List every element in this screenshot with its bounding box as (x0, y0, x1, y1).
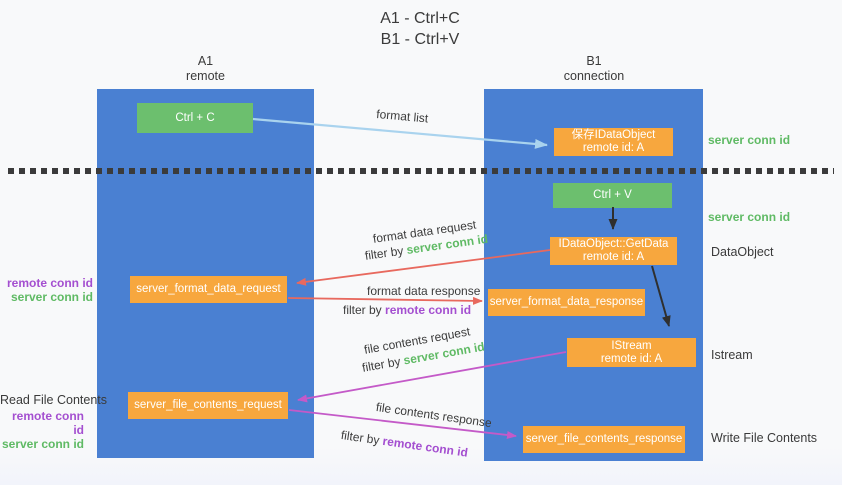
node-ctrl-v: Ctrl + V (553, 183, 672, 208)
side-label-dataobject: DataObject (711, 245, 774, 259)
remote-conn-id-keyword: remote conn id (385, 303, 472, 317)
node-ctrl-c: Ctrl + C (137, 103, 253, 133)
label-format-data-response: format data response (367, 284, 481, 298)
node-ctrl-c-label: Ctrl + C (175, 111, 215, 124)
node-save-idataobject-line1: 保存IDataObject (571, 129, 656, 141)
node-server-file-contents-response-label: server_file_contents_response (525, 433, 683, 445)
lane-header-b1: B1 connection (485, 54, 703, 84)
label-filter-by-remote-conn-id-2: filter by remote conn id (340, 428, 469, 460)
node-istream: IStream remote id: A (567, 338, 696, 367)
node-save-idataobject-line2: remote id: A (582, 142, 645, 154)
label-format-list: format list (375, 107, 429, 126)
side-label-read-file-contents: Read File Contents (0, 393, 108, 407)
node-server-format-data-request-label: server_format_data_request (136, 283, 281, 295)
filter-by-text: filter by (340, 428, 381, 448)
lane-a1-subtitle: remote (186, 69, 225, 83)
lane-a1-name: A1 (197, 54, 214, 68)
remote-conn-id-label: remote conn id (6, 276, 93, 290)
side-label-conn-ids-format: remote conn id server conn id (0, 276, 93, 304)
remote-conn-id-label: remote conn id (11, 409, 84, 437)
node-server-file-contents-request: server_file_contents_request (128, 392, 288, 419)
lane-b1-subtitle: connection (563, 69, 625, 83)
remote-conn-id-keyword: remote conn id (381, 433, 469, 460)
label-file-contents-response: file contents response (375, 400, 493, 431)
node-server-file-contents-request-label: server_file_contents_request (134, 399, 282, 411)
node-save-idataobject: 保存IDataObject remote id: A (554, 128, 673, 156)
side-label-server-conn-id-top: server conn id (708, 133, 791, 147)
title-line-2: B1 - Ctrl+V (380, 31, 460, 48)
title-line-1: A1 - Ctrl+C (380, 10, 460, 27)
server-conn-id-label: server conn id (10, 290, 93, 304)
side-label-server-conn-id-mid: server conn id (708, 210, 791, 224)
node-istream-line2: remote id: A (600, 352, 663, 365)
node-server-file-contents-response: server_file_contents_response (523, 426, 685, 453)
node-idataobject-getdata-line1: IDataObject::GetData (558, 238, 669, 250)
node-server-format-data-response-label: server_format_data_response (489, 296, 644, 308)
label-filter-by-remote-conn-id-1: filter by remote conn id (343, 303, 471, 317)
lane-header-a1: A1 remote (97, 54, 314, 84)
node-idataobject-getdata: IDataObject::GetData remote id: A (550, 237, 677, 265)
session-divider-dotted-line (8, 168, 834, 174)
side-label-istream: Istream (711, 348, 753, 362)
lane-b1-name: B1 (586, 54, 602, 68)
side-label-write-file-contents: Write File Contents (711, 431, 818, 445)
filter-by-text: filter by (343, 303, 382, 317)
diagram-title: A1 - Ctrl+C B1 - Ctrl+V (280, 8, 560, 50)
node-istream-line1: IStream (611, 339, 652, 352)
server-conn-id-label: server conn id (1, 437, 84, 451)
filter-by-text: filter by (361, 354, 402, 375)
node-server-format-data-response: server_format_data_response (488, 289, 645, 316)
node-idataobject-getdata-line2: remote id: A (582, 251, 645, 263)
arrow-format-data-response (287, 296, 483, 305)
node-server-format-data-request: server_format_data_request (130, 276, 287, 303)
node-ctrl-v-label: Ctrl + V (593, 189, 632, 201)
side-label-conn-ids-file: remote conn id server conn id (0, 409, 84, 451)
filter-by-text: filter by (364, 243, 405, 263)
